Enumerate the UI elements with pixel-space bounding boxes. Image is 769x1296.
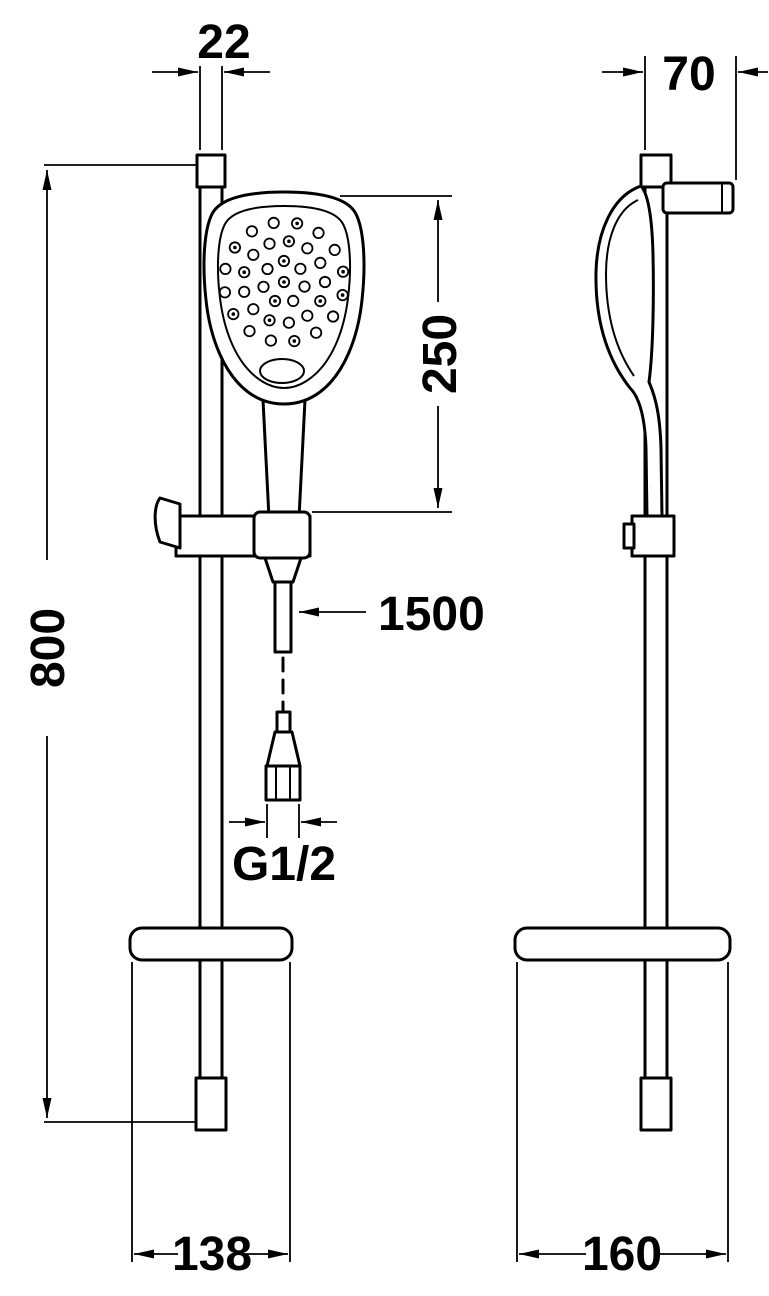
handshower-head-side <box>594 184 664 520</box>
handshower-head-front <box>202 190 366 406</box>
mode-button <box>259 358 305 384</box>
side-view <box>513 153 735 1132</box>
spray-faceplate-outline <box>216 204 352 390</box>
wall-bracket-arm <box>661 181 735 215</box>
spray-faceplate-side-line <box>604 199 639 377</box>
soap-shelf-front <box>128 926 294 962</box>
dim-handshower-length-label: 250 <box>414 314 467 394</box>
dim-thread-label: G1/2 <box>232 838 336 891</box>
rail-bottom-mount-front <box>194 1076 228 1132</box>
hose-upper <box>273 580 293 654</box>
hose-connector-taper <box>265 730 302 768</box>
rail-bottom-mount-side <box>639 1076 673 1132</box>
dim-wall-offset-label: 70 <box>662 48 715 101</box>
front-view <box>128 153 366 1132</box>
hose-lower <box>275 710 292 734</box>
slider-tab-side <box>622 522 636 550</box>
dim-front-footprint-label: 138 <box>172 1228 252 1281</box>
handshower-handle-front <box>261 398 307 520</box>
rail-top-cap-front <box>195 153 227 189</box>
dim-side-footprint-label: 160 <box>582 1228 662 1281</box>
handle-holder-cup <box>252 510 312 560</box>
dim-rail-length-label: 800 <box>22 608 75 688</box>
dim-hose-length-label: 1500 <box>378 588 485 641</box>
dim-rail-width-label: 22 <box>197 16 250 69</box>
slider-release-lever <box>153 496 182 550</box>
rail-top-cap-side <box>639 153 673 189</box>
hose-cone <box>263 556 303 584</box>
soap-shelf-side <box>513 926 732 962</box>
dimension-annotations: 22 800 250 1500 G1/2 138 70 <box>22 16 768 1281</box>
spray-nozzles <box>218 216 350 348</box>
hose-connector-nut <box>264 764 302 802</box>
slider-bracket-side <box>630 514 676 558</box>
